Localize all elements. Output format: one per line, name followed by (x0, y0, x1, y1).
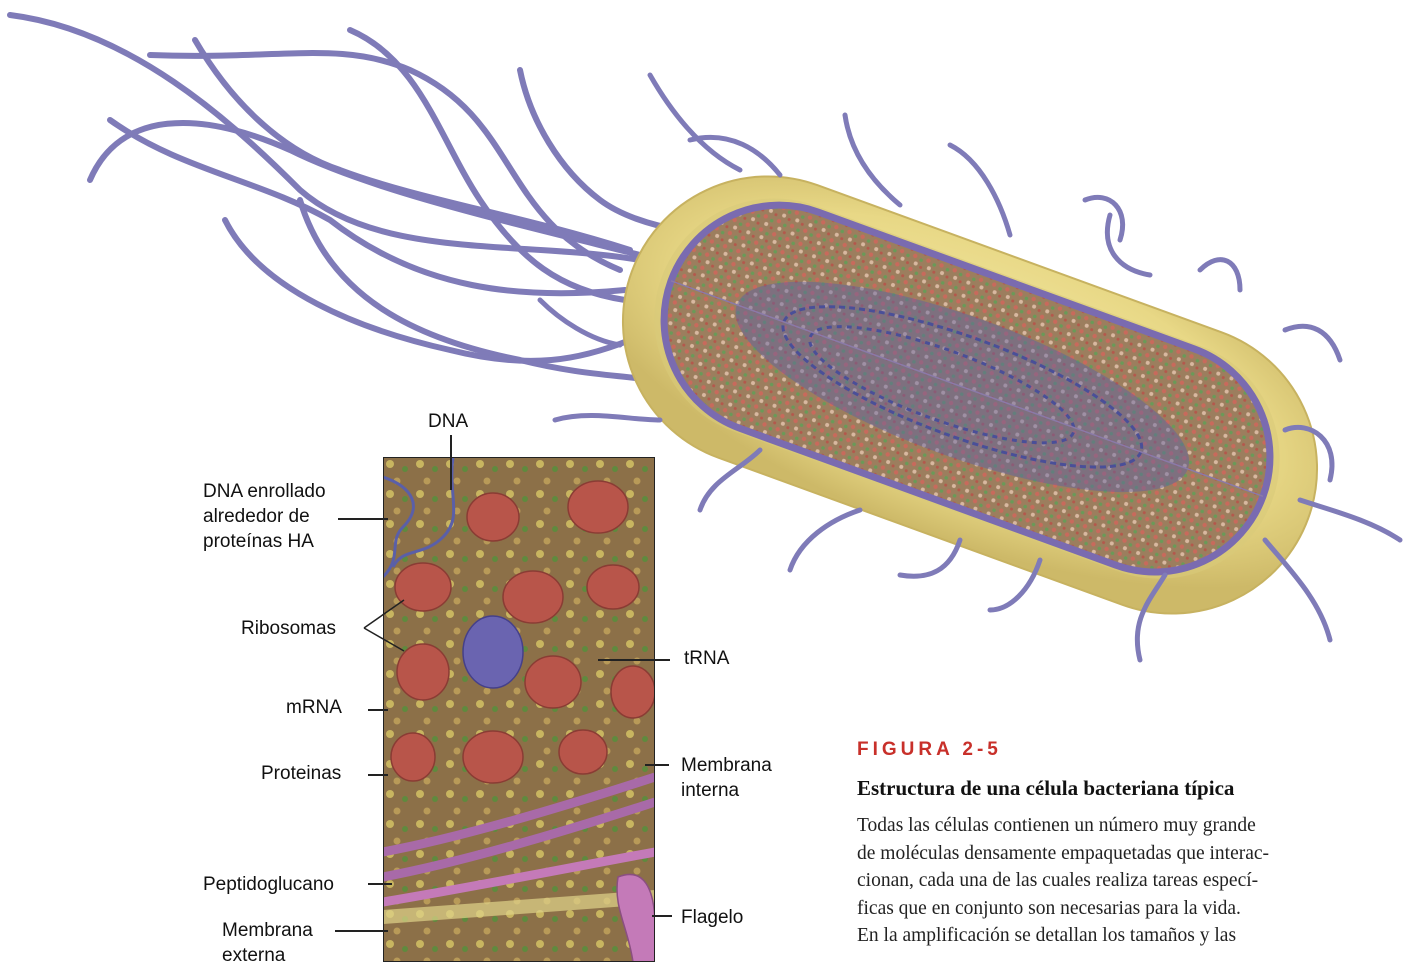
cell-body (582, 136, 1358, 655)
label-proteins: Proteinas (261, 761, 341, 786)
leader-inner-membrane (645, 764, 669, 766)
leader-ribosomes (360, 595, 420, 655)
label-ribosomes: Ribosomas (241, 616, 336, 641)
figure-caption: Todas las células contienen un número mu… (857, 812, 1377, 950)
protein-complex (463, 616, 523, 688)
flagella (10, 15, 680, 380)
leader-dna (450, 435, 452, 490)
leader-flagellum (652, 915, 672, 917)
leader-proteins (368, 774, 388, 776)
leader-peptidoglycan (368, 883, 392, 885)
leader-outer-membrane (335, 930, 388, 932)
label-inner-membrane: Membrana interna (681, 753, 772, 803)
caption-line: En la amplificación se detallan los tama… (857, 922, 1377, 950)
label-mrna: mRNA (286, 695, 342, 720)
leader-mrna (368, 709, 388, 711)
label-trna: tRNA (684, 646, 729, 671)
figure-number: FIGURA 2-5 (857, 739, 1002, 761)
label-dna: DNA (428, 409, 468, 434)
label-peptidoglycan: Peptidoglucano (203, 872, 334, 897)
magnified-inset (383, 457, 655, 962)
caption-line: cionan, cada una de las cuales realiza t… (857, 867, 1377, 895)
label-flagellum: Flagelo (681, 905, 743, 930)
figure-title: Estructura de una célula bacteriana típi… (857, 776, 1234, 801)
label-outer-membrane: Membrana externa (222, 918, 313, 968)
caption-line: de moléculas densamente empaquetadas que… (857, 840, 1377, 868)
label-dna-coiled: DNA enrollado alrededor de proteínas HA (203, 479, 326, 554)
leader-dna-coiled (338, 518, 388, 520)
caption-line: Todas las células contienen un número mu… (857, 812, 1377, 840)
leader-trna (598, 659, 670, 661)
caption-line: ficas que en conjunto son necesarias par… (857, 895, 1377, 923)
